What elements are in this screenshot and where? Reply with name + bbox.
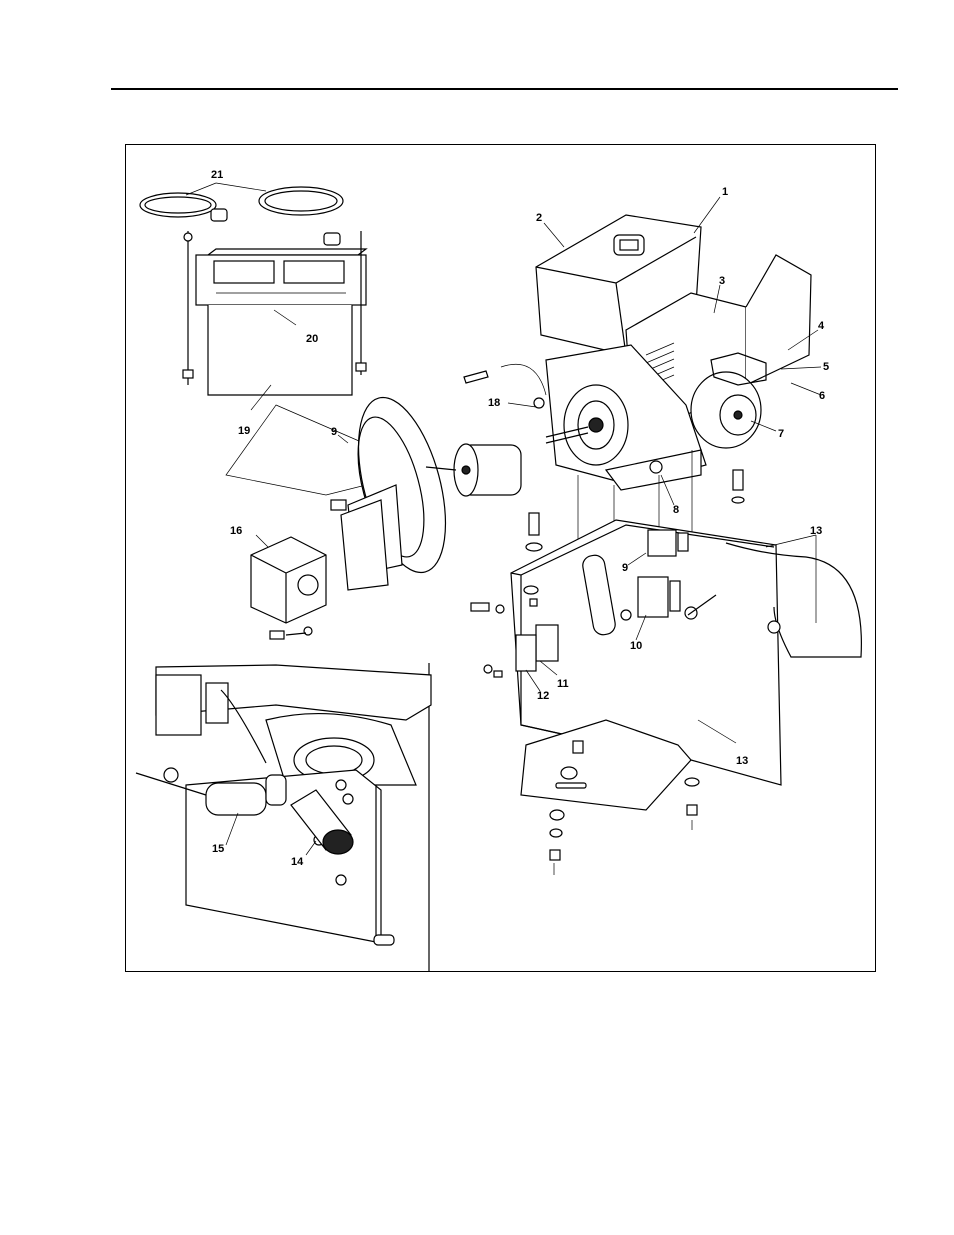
callout-20: 20 (306, 333, 318, 345)
callout-13-cable: 13 (810, 525, 822, 537)
callout-4: 4 (818, 320, 825, 332)
callout-7: 7 (778, 428, 784, 440)
callout-10: 10 (630, 640, 642, 652)
callout-6: 6 (819, 390, 825, 402)
parts-diagram-frame: 1 2 3 4 5 6 7 8 9 9 10 11 12 13 13 14 15… (125, 144, 876, 972)
callout-14: 14 (291, 856, 304, 868)
callout-9-relay: 9 (622, 562, 628, 574)
callout-2: 2 (536, 212, 542, 224)
callout-21: 21 (211, 169, 223, 181)
exploded-parts-diagram: 1 2 3 4 5 6 7 8 9 9 10 11 12 13 13 14 15… (126, 145, 876, 972)
header-rule (111, 88, 898, 90)
callout-9-coupling: 9 (331, 426, 337, 438)
callout-19: 19 (238, 425, 250, 437)
callout-13-plate: 13 (736, 755, 748, 767)
mounting-plate-assembly (471, 450, 861, 875)
callout-11: 11 (557, 678, 569, 690)
callout-8: 8 (673, 504, 679, 516)
callout-3: 3 (719, 275, 725, 287)
callout-18: 18 (488, 397, 500, 409)
callout-1: 1 (722, 186, 728, 198)
callout-5: 5 (823, 361, 829, 373)
inset-solenoid-view (136, 663, 431, 972)
callout-16: 16 (230, 525, 242, 537)
battery-assembly (140, 183, 366, 410)
callout-12: 12 (537, 690, 549, 702)
coupling-assembly (226, 388, 521, 639)
callout-15: 15 (212, 843, 224, 855)
